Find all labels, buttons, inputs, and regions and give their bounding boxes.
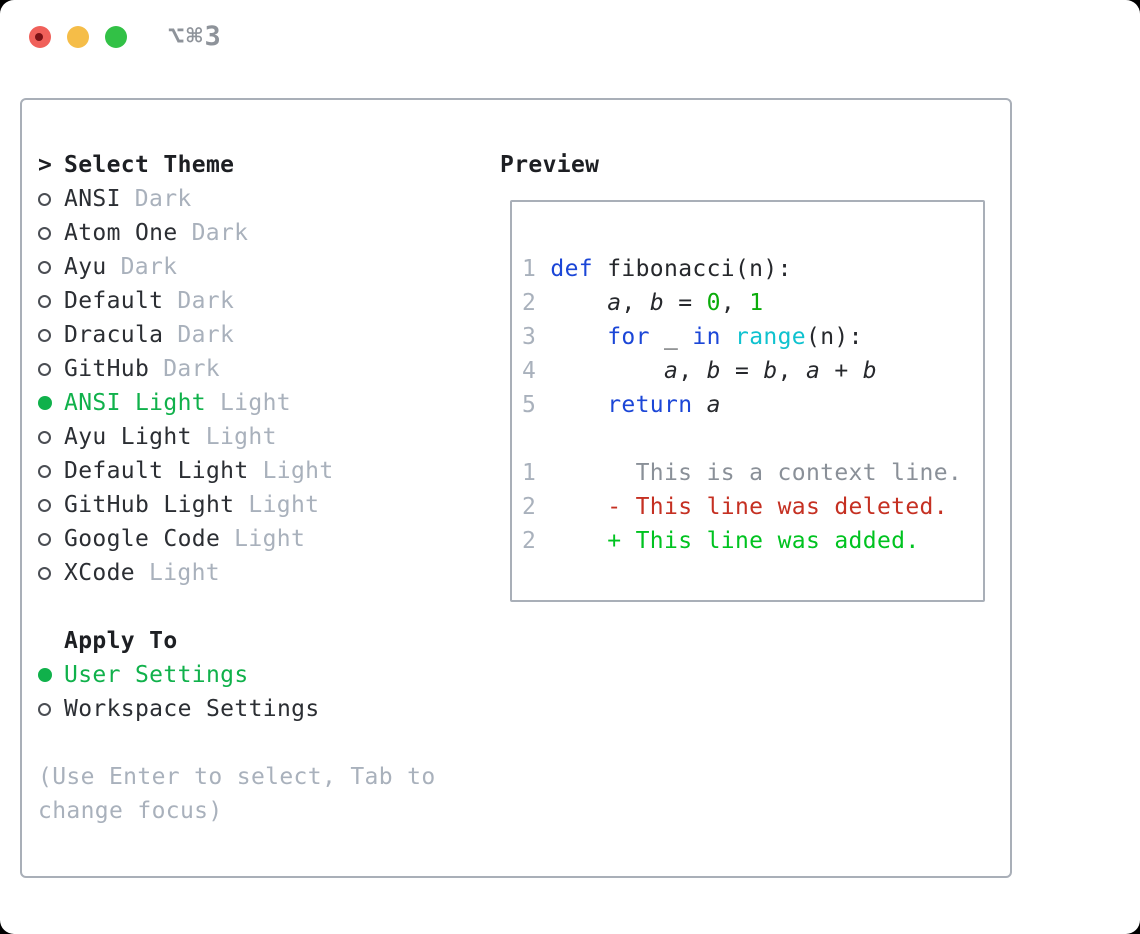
preview-box: 1 def fibonacci(n): 2 a, b = 0, 1 3 for _ … — [510, 200, 985, 602]
line-number: 3 — [522, 324, 551, 350]
line-number: 1 — [522, 460, 551, 486]
code-preview: 1 def fibonacci(n): 2 a, b = 0, 1 3 for _ … — [522, 252, 962, 558]
line-number: 2 — [522, 290, 551, 316]
code-line: 2 a, b = 0, 1 — [522, 290, 764, 316]
option-label: User Settings — [64, 662, 249, 688]
radio-unselected-icon — [38, 464, 64, 478]
theme-variant-tag: Dark — [177, 322, 235, 348]
code-block: 1 def fibonacci(n): 2 a, b = 0, 1 3 for _ … — [522, 252, 962, 422]
option-label: Default — [64, 288, 164, 314]
option-label: ANSI Light — [64, 390, 206, 416]
diff-line: 2 + This line was added. — [522, 528, 920, 554]
zoom-icon[interactable] — [105, 26, 127, 48]
theme-variant-tag: Light — [149, 560, 220, 586]
theme-option-default-light[interactable]: Default Light Light — [38, 454, 478, 488]
option-label: Workspace Settings — [64, 696, 320, 722]
radio-unselected-icon — [38, 192, 64, 206]
radio-unselected-icon — [38, 702, 64, 716]
select-theme-header: > Select Theme — [38, 152, 235, 178]
line-number: 4 — [522, 358, 551, 384]
apply-to-header: Apply To — [64, 628, 178, 654]
option-label: GitHub Light — [64, 492, 235, 518]
theme-variant-tag: Dark — [177, 288, 235, 314]
theme-option-ayu-light[interactable]: Ayu Light Light — [38, 420, 478, 454]
theme-option-github-light[interactable]: GitHub Light Light — [38, 488, 478, 522]
apply-option-user-settings[interactable]: User Settings — [38, 658, 478, 692]
theme-option-google-code[interactable]: Google Code Light — [38, 522, 478, 556]
code-line: 4 a, b = b, a + b — [522, 358, 877, 384]
option-label: ANSI — [64, 186, 121, 212]
option-label: Default Light — [64, 458, 249, 484]
radio-unselected-icon — [38, 498, 64, 512]
keyboard-hint: (Use Enter to select, Tab to change focu… — [38, 760, 436, 828]
line-number: 2 — [522, 528, 551, 554]
focus-caret-icon: > — [38, 152, 53, 178]
radio-unselected-icon — [38, 328, 64, 342]
hint-line: change focus) — [38, 798, 223, 824]
theme-option-xcode[interactable]: XCode Light — [38, 556, 478, 590]
option-label: Ayu — [64, 254, 107, 280]
hint-line: (Use Enter to select, Tab to — [38, 764, 436, 790]
option-label: Atom One — [64, 220, 178, 246]
theme-variant-tag: Light — [248, 492, 320, 518]
theme-variant-tag: Light — [234, 526, 306, 552]
option-label: Google Code — [64, 526, 221, 552]
theme-option-ayu[interactable]: Ayu Dark — [38, 250, 478, 284]
code-line: 3 for _ in range(n): — [522, 324, 863, 350]
theme-option-ansi-light[interactable]: ANSI Light Light — [38, 386, 478, 420]
theme-option-github[interactable]: GitHub Dark — [38, 352, 478, 386]
diff-block: 1 This is a context line. 2 - This line w… — [522, 456, 962, 558]
diff-line: 1 This is a context line. — [522, 460, 963, 486]
preview-header: Preview — [500, 152, 600, 178]
radio-unselected-icon — [38, 260, 64, 274]
window-title: ⌥⌘3 — [168, 21, 223, 52]
theme-option-dracula[interactable]: Dracula Dark — [38, 318, 478, 352]
theme-variant-tag: Light — [219, 390, 291, 416]
option-label: GitHub — [64, 356, 150, 382]
radio-selected-icon — [38, 396, 64, 410]
theme-option-atom-one[interactable]: Atom One Dark — [38, 216, 478, 250]
theme-variant-tag: Light — [262, 458, 334, 484]
radio-unselected-icon — [38, 532, 64, 546]
line-number: 1 — [522, 256, 551, 282]
radio-unselected-icon — [38, 294, 64, 308]
close-icon[interactable] — [29, 26, 51, 48]
radio-unselected-icon — [38, 430, 64, 444]
minimize-icon[interactable] — [67, 26, 89, 48]
theme-variant-tag: Dark — [163, 356, 220, 382]
theme-variant-tag: Dark — [191, 220, 249, 246]
radio-unselected-icon — [38, 566, 64, 580]
theme-option-default[interactable]: Default Dark — [38, 284, 478, 318]
theme-variant-tag: Dark — [120, 254, 178, 280]
unsaved-dot-icon — [35, 33, 43, 41]
option-label: Dracula — [64, 322, 164, 348]
theme-option-ansi[interactable]: ANSI Dark — [38, 182, 478, 216]
line-number: 5 — [522, 392, 551, 418]
theme-variant-tag: Dark — [134, 186, 192, 212]
line-number: 2 — [522, 494, 551, 520]
diff-line: 2 - This line was deleted. — [522, 494, 948, 520]
apply-option-workspace-settings[interactable]: Workspace Settings — [38, 692, 478, 726]
radio-selected-icon — [38, 668, 64, 682]
theme-variant-tag: Light — [205, 424, 277, 450]
code-line: 5 return a — [522, 392, 721, 418]
code-line: 1 def fibonacci(n): — [522, 256, 792, 282]
option-label: Ayu Light — [64, 424, 192, 450]
option-label: XCode — [64, 560, 135, 586]
radio-unselected-icon — [38, 226, 64, 240]
radio-unselected-icon — [38, 362, 64, 376]
traffic-lights — [29, 26, 127, 48]
